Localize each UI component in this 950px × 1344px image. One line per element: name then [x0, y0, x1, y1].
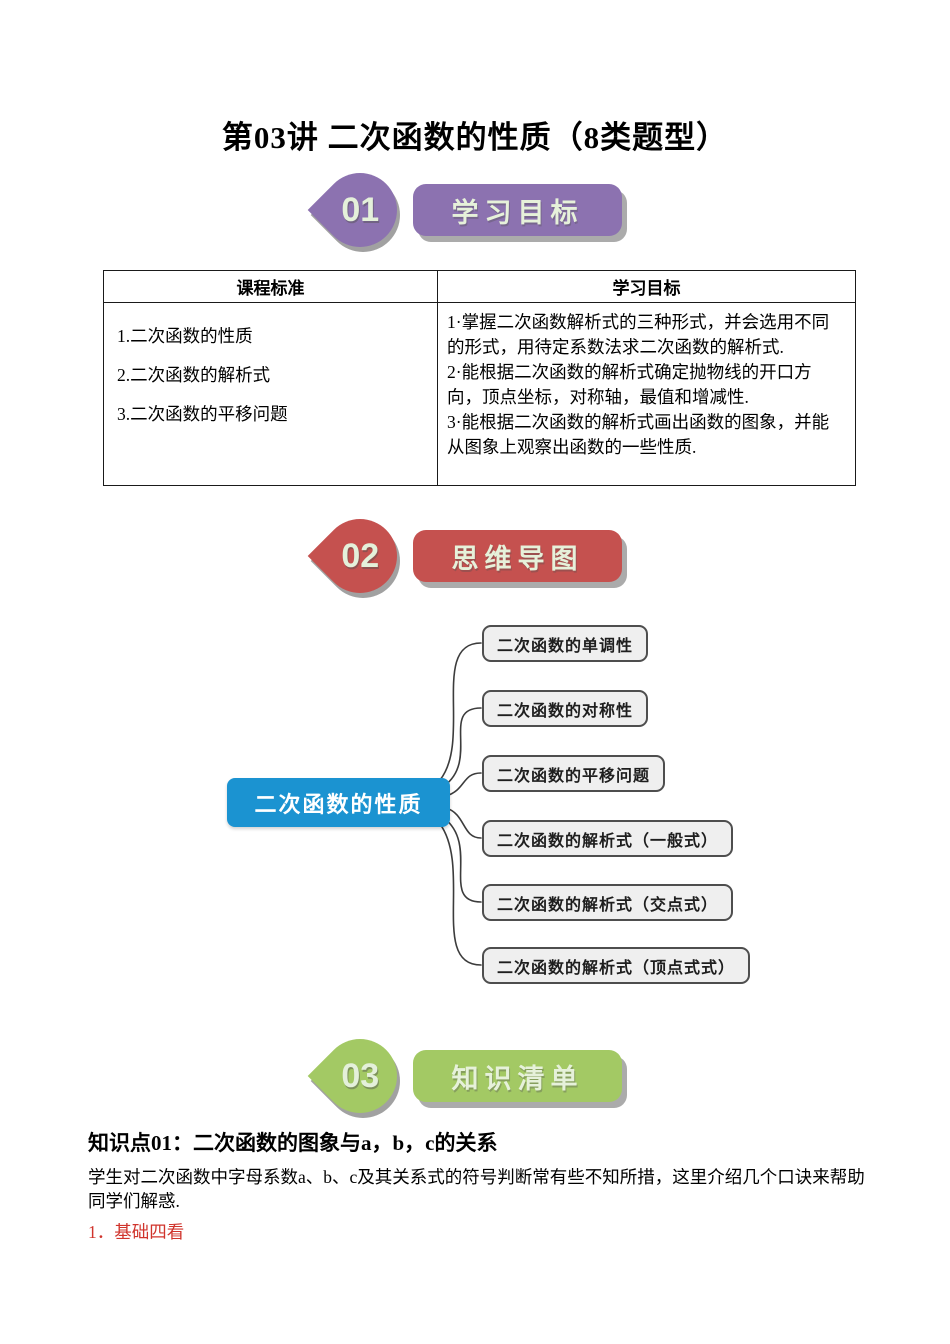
standard-item: 3.二次函数的平移问题: [117, 404, 288, 424]
goals-table: 课程标准 学习目标 1.二次函数的性质 2.二次函数的解析式 3.二次函数的平移…: [103, 270, 856, 486]
section-03-number: 03: [341, 1056, 379, 1095]
section-01-banner-label: 学习目标: [451, 197, 584, 228]
mindmap: 二次函数的性质 二次函数的单调性 二次函数的对称性 二次函数的平移问题 二次函数…: [0, 600, 950, 1012]
section-01-header: 01 学习目标: [307, 157, 643, 263]
section-01-number: 01: [341, 190, 379, 229]
section-03-header: 03 知识清单: [307, 1023, 643, 1129]
objective-item: 1·掌握二次函数解析式的三种形式，并会选用不同的形式，用待定系数法求二次函数的解…: [447, 312, 830, 357]
knowledge-point-block: 知识点01：二次函数的图象与a，b，c的关系 学生对二次函数中字母系数a、b、c…: [88, 1129, 882, 1244]
goals-table-header-row: 课程标准 学习目标: [103, 270, 856, 303]
section-02-banner: 思维导图: [413, 530, 622, 582]
mindmap-root-node: 二次函数的性质: [227, 778, 450, 827]
header-course-standard: 课程标准: [103, 270, 438, 303]
mindmap-branch-node: 二次函数的解析式（交点式）: [482, 884, 734, 921]
section-03-number-blob: 03: [307, 1023, 413, 1129]
objective-item: 2·能根据二次函数的解析式确定抛物线的开口方向，顶点坐标，对称轴，最值和增减性.: [447, 362, 812, 407]
mindmap-branch-node: 二次函数的解析式（顶点式式）: [482, 947, 751, 984]
knowledge-point-heading: 知识点01：二次函数的图象与a，b，c的关系: [88, 1131, 498, 1155]
learning-goals-cell: 1·掌握二次函数解析式的三种形式，并会选用不同的形式，用待定系数法求二次函数的解…: [437, 302, 856, 486]
mindmap-connector-lines: [439, 642, 482, 966]
knowledge-point-paragraph: 学生对二次函数中字母系数a、b、c及其关系式的符号判断常有些不知所措，这里介绍几…: [88, 1167, 865, 1211]
section-02-header: 02 思维导图: [307, 503, 643, 609]
section-03-banner-label: 知识清单: [451, 1063, 584, 1094]
section-02-banner-label: 思维导图: [451, 543, 584, 574]
page-title: 第03讲 二次函数的性质（8类题型）: [221, 120, 729, 155]
objective-item: 3·能根据二次函数的解析式画出函数的图象，并能从图象上观察出函数的一些性质.: [447, 412, 830, 457]
section-03-banner: 知识清单: [413, 1050, 622, 1102]
blob-shape: 02: [307, 503, 413, 609]
standard-item: 2.二次函数的解析式: [117, 365, 271, 385]
blob-shape: 01: [307, 157, 413, 263]
mindmap-branch-node: 二次函数的平移问题: [482, 755, 666, 792]
mindmap-branch-node: 二次函数的单调性: [482, 625, 649, 662]
mindmap-branch-node: 二次函数的解析式（一般式）: [482, 820, 734, 857]
section-01-banner: 学习目标: [413, 184, 622, 236]
goals-table-body-row: 1.二次函数的性质 2.二次函数的解析式 3.二次函数的平移问题 1·掌握二次函…: [103, 302, 856, 486]
section-02-number: 02: [341, 536, 379, 575]
mindmap-branch-node: 二次函数的对称性: [482, 690, 649, 727]
knowledge-point-red-item: 1．基础四看: [88, 1222, 185, 1242]
section-01-number-blob: 01: [307, 157, 413, 263]
section-02-number-blob: 02: [307, 503, 413, 609]
header-learning-goal: 学习目标: [437, 270, 856, 303]
blob-shape: 03: [307, 1023, 413, 1129]
course-standards-cell: 1.二次函数的性质 2.二次函数的解析式 3.二次函数的平移问题: [103, 302, 438, 486]
standard-item: 1.二次函数的性质: [117, 326, 253, 346]
